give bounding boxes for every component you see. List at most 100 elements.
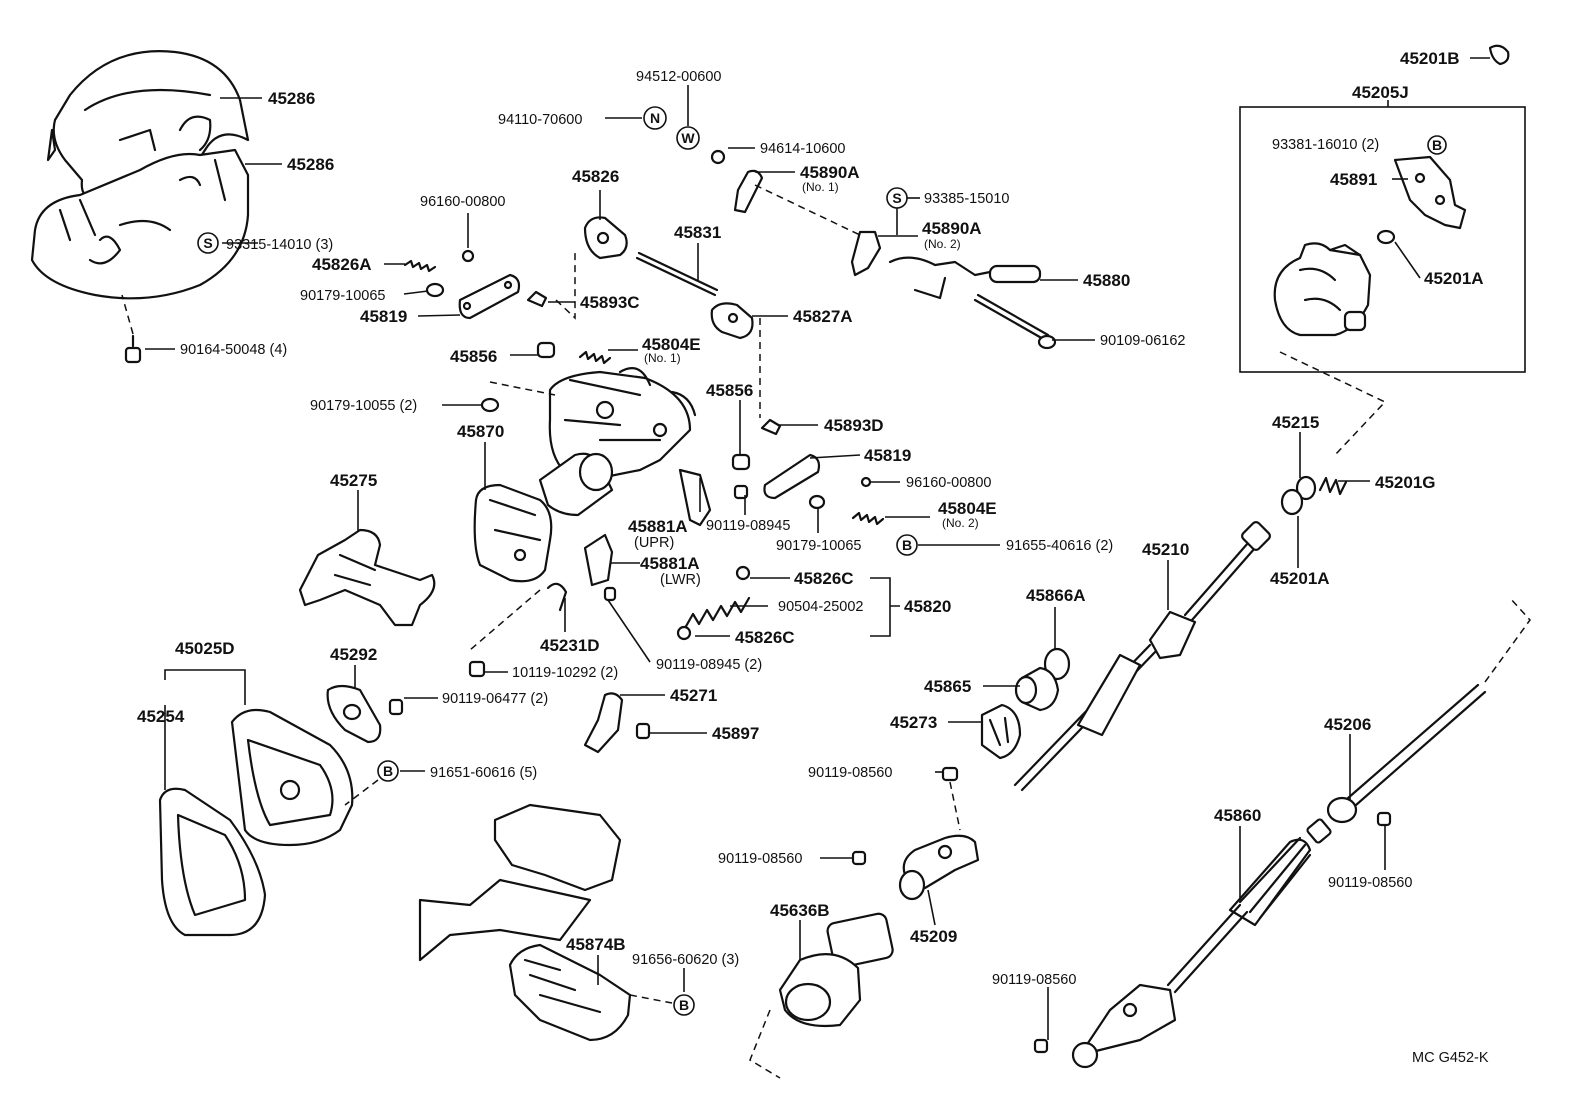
plate-45819b	[763, 453, 821, 500]
spring-45804e1	[578, 350, 612, 365]
label-10119: 10119-10292 (2)	[512, 665, 618, 681]
shaft-45206	[1326, 683, 1487, 824]
symbol-s-93315: S	[197, 232, 219, 254]
nuts-n-w	[710, 149, 726, 165]
label-45201b: 45201B	[1400, 49, 1460, 68]
label-45891: 45891	[1330, 170, 1377, 189]
cover-45874b	[508, 943, 632, 1042]
bolt-45856a	[536, 341, 556, 359]
note-no1: (No. 1)	[802, 180, 839, 194]
label-45870: 45870	[457, 422, 504, 441]
label-94614: 94614-10600	[760, 141, 845, 157]
label-94110: 94110-70600	[498, 112, 582, 128]
label-90179-10055: 90179-10055 (2)	[310, 398, 417, 414]
label-45856a: 45856	[450, 347, 497, 366]
column-cover-upper	[46, 50, 250, 198]
column-tube	[538, 452, 614, 517]
label-45819a: 45819	[360, 307, 407, 326]
lower-bracket	[473, 483, 553, 583]
label-45820: 45820	[904, 597, 951, 616]
column-cover-lower	[30, 148, 250, 300]
body-reference	[418, 803, 622, 962]
label-45860: 45860	[1214, 806, 1261, 825]
label-45826c1: 45826C	[794, 569, 854, 588]
rod-45880	[973, 293, 1057, 350]
spring-45804e2	[851, 511, 885, 526]
label-90119-08560d: 90119-08560	[992, 972, 1076, 988]
label-45880: 45880	[1083, 271, 1130, 290]
label-45201a-lower: 45201A	[1270, 569, 1330, 588]
note-45804e1: (No. 1)	[644, 351, 681, 365]
clip-45201b	[1488, 44, 1510, 66]
label-45827a: 45827A	[793, 307, 853, 326]
label-90119-08560a: 90119-08560	[808, 765, 892, 781]
clip-45893d	[760, 418, 782, 436]
symbol-b-91655: B	[896, 534, 918, 556]
label-90119-08945a: 90119-08945	[706, 518, 790, 534]
bolt-45897	[635, 722, 651, 740]
leader-lines	[145, 57, 1490, 1040]
label-91655: 91655-40616 (2)	[1006, 538, 1113, 554]
lever-45827a	[710, 302, 754, 340]
bolt-90164	[124, 334, 142, 364]
symbol-b-91656: B	[673, 994, 695, 1016]
label-90109: 90109-06162	[1100, 333, 1185, 349]
bolt-90119-08560b	[851, 850, 867, 866]
box-45205j	[1239, 106, 1526, 373]
spring-45201g	[1318, 476, 1348, 496]
label-96160b: 96160-00800	[906, 475, 991, 491]
label-45890a-no2: 45890A	[922, 219, 982, 238]
shaft-45860	[1071, 818, 1332, 1069]
label-93385: 93385-15010	[924, 191, 1009, 207]
nut-96160a	[461, 249, 475, 263]
label-45286b: 45286	[287, 155, 334, 174]
label-45831: 45831	[674, 223, 721, 242]
label-94512: 94512-00600	[636, 69, 721, 85]
label-45865: 45865	[924, 677, 971, 696]
clip-45893c	[526, 290, 548, 308]
plate-45254	[158, 787, 267, 937]
mount-45292	[326, 684, 382, 744]
label-45215: 45215	[1272, 413, 1319, 432]
label-45254: 45254	[137, 707, 185, 726]
lever-45826	[583, 216, 628, 260]
symbol-b-93381: B	[1427, 135, 1447, 155]
label-45804e1: 45804E	[642, 335, 701, 354]
bracket-45881a-upr	[678, 468, 712, 527]
rod-linkage	[888, 256, 1042, 300]
part-labels: 45286 45286 93315-14010 (3) 90164-50048 …	[137, 49, 1489, 1066]
diagram-code: MC G452-K	[1412, 1050, 1489, 1066]
svg-text:W: W	[681, 130, 695, 146]
label-91656: 91656-60620 (3)	[632, 952, 739, 968]
clip-45231d	[546, 582, 568, 612]
note-no2: (No. 2)	[924, 237, 961, 251]
bolt-45856b	[731, 453, 751, 471]
label-90119-06477: 90119-06477 (2)	[442, 691, 548, 707]
svg-text:B: B	[383, 763, 393, 779]
svg-text:S: S	[892, 190, 901, 206]
label-45804e2: 45804E	[938, 499, 997, 518]
label-90179-10065a: 90179-10065	[300, 288, 385, 304]
label-45636b: 45636B	[770, 901, 830, 920]
column-support-45275	[298, 528, 436, 627]
label-45275: 45275	[330, 471, 377, 490]
shaft-45210	[1013, 521, 1271, 792]
label-45826a: 45826A	[312, 255, 372, 274]
label-45286a: 45286	[268, 89, 315, 108]
label-93381: 93381-16010 (2)	[1272, 137, 1379, 153]
label-45897: 45897	[712, 724, 759, 743]
nut-96160b	[860, 476, 872, 488]
label-45881a-lwr: 45881A	[640, 554, 700, 573]
ring-45201a	[1376, 229, 1396, 245]
symbol-w-94512: W	[676, 126, 700, 150]
nut-90179-10055	[480, 397, 500, 413]
label-45201a-upper: 45201A	[1424, 269, 1484, 288]
label-45874b: 45874B	[566, 935, 626, 954]
label-45025d: 45025D	[175, 639, 235, 658]
svg-text:N: N	[650, 110, 660, 126]
note-45804e2: (No. 2)	[942, 516, 979, 530]
nut-90179b	[808, 494, 826, 510]
label-45866a: 45866A	[1026, 586, 1086, 605]
